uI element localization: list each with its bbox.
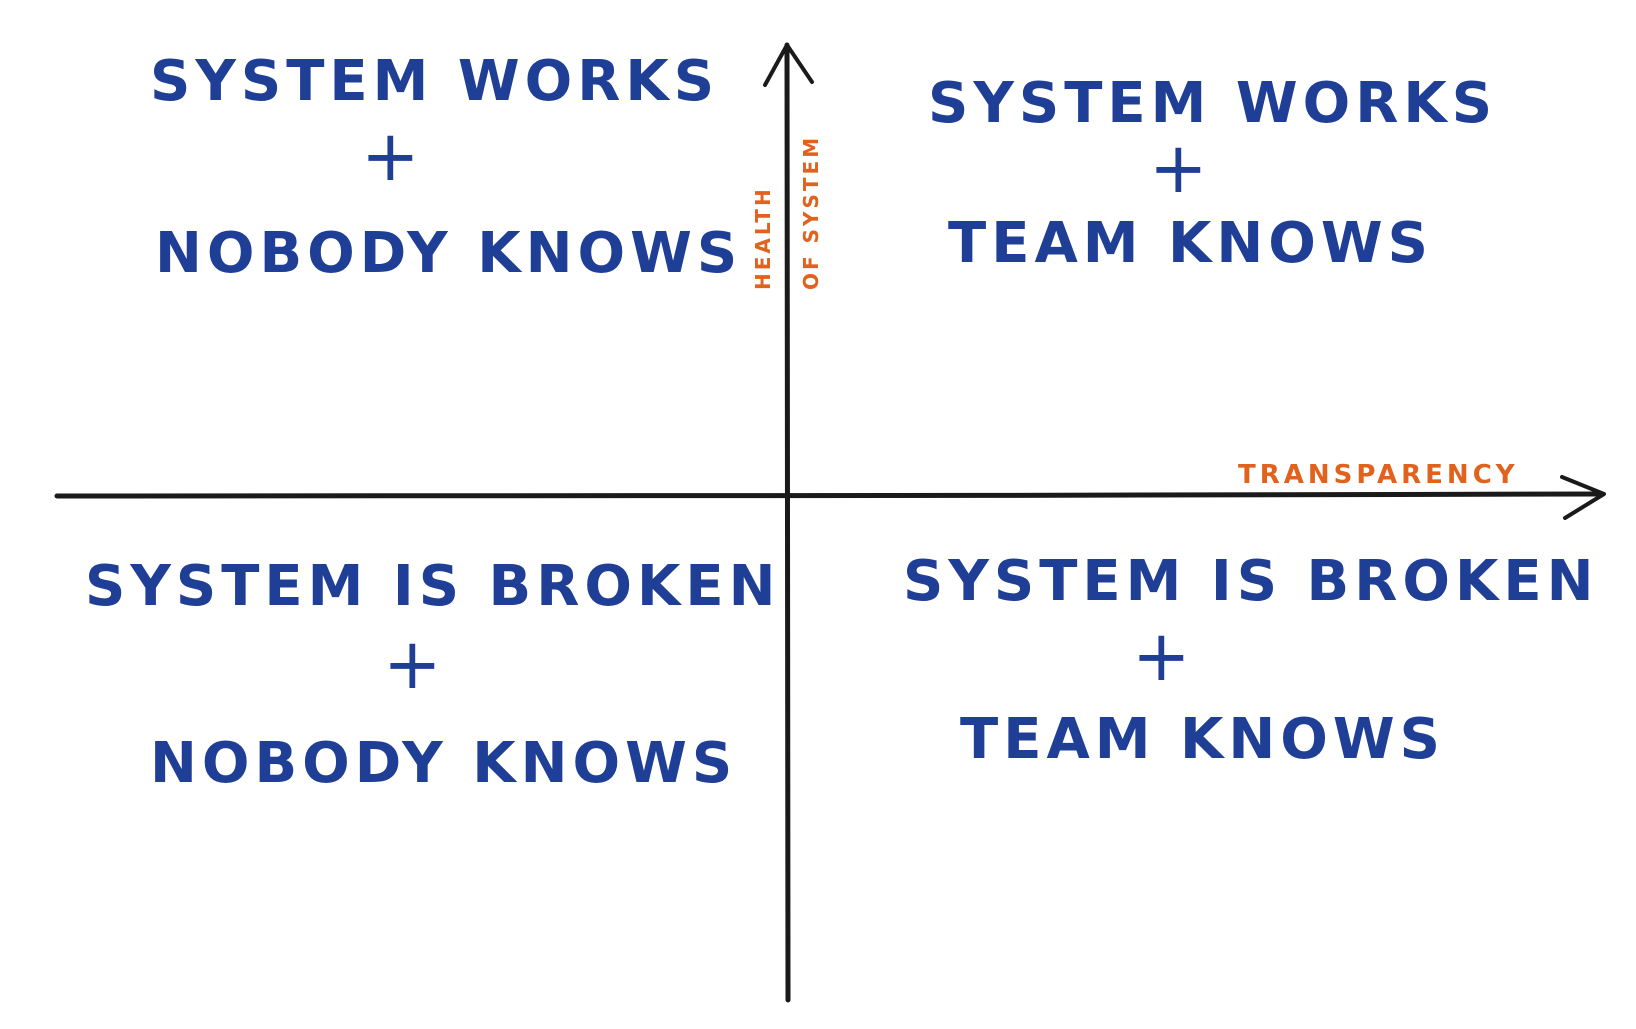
quadrant-top-left-line1: SYSTEM WORKS [150,49,719,114]
quadrant-bottom-right-line1: SYSTEM IS BROKEN [903,549,1598,614]
quadrant-bottom-right-line2: TEAM KNOWS [960,707,1445,772]
quadrant-bottom-left-plus: + [383,623,442,705]
quadrant-bottom-left: SYSTEM IS BROKEN + NOBODY KNOWS [85,554,780,796]
y-axis-line [784,42,791,1003]
quadrant-bottom-left-line1: SYSTEM IS BROKEN [85,554,780,619]
quadrant-top-right-line2: TEAM KNOWS [948,211,1433,276]
quadrant-top-right-line1: SYSTEM WORKS [928,71,1497,136]
y-axis-arrowhead [763,43,814,87]
x-axis-arrowhead [1560,475,1606,520]
x-axis-label: TRANSPARENCY [1238,460,1519,490]
x-axis-line [54,491,1603,499]
quadrant-bottom-left-line2: NOBODY KNOWS [150,731,737,796]
quadrant-bottom-right-plus: + [1132,615,1191,697]
y-axis-label-line1: HEALTH [751,186,775,290]
quadrant-top-left-plus: + [361,115,420,197]
y-axis-label-line2: OF SYSTEM [799,135,823,290]
quadrant-top-left-line2: NOBODY KNOWS [155,221,742,286]
quadrant-bottom-right: SYSTEM IS BROKEN + TEAM KNOWS [903,549,1598,772]
quadrant-top-left: SYSTEM WORKS + NOBODY KNOWS [150,49,742,286]
quadrant-top-right: SYSTEM WORKS + TEAM KNOWS [928,71,1497,276]
quadrant-top-right-plus: + [1149,127,1208,209]
